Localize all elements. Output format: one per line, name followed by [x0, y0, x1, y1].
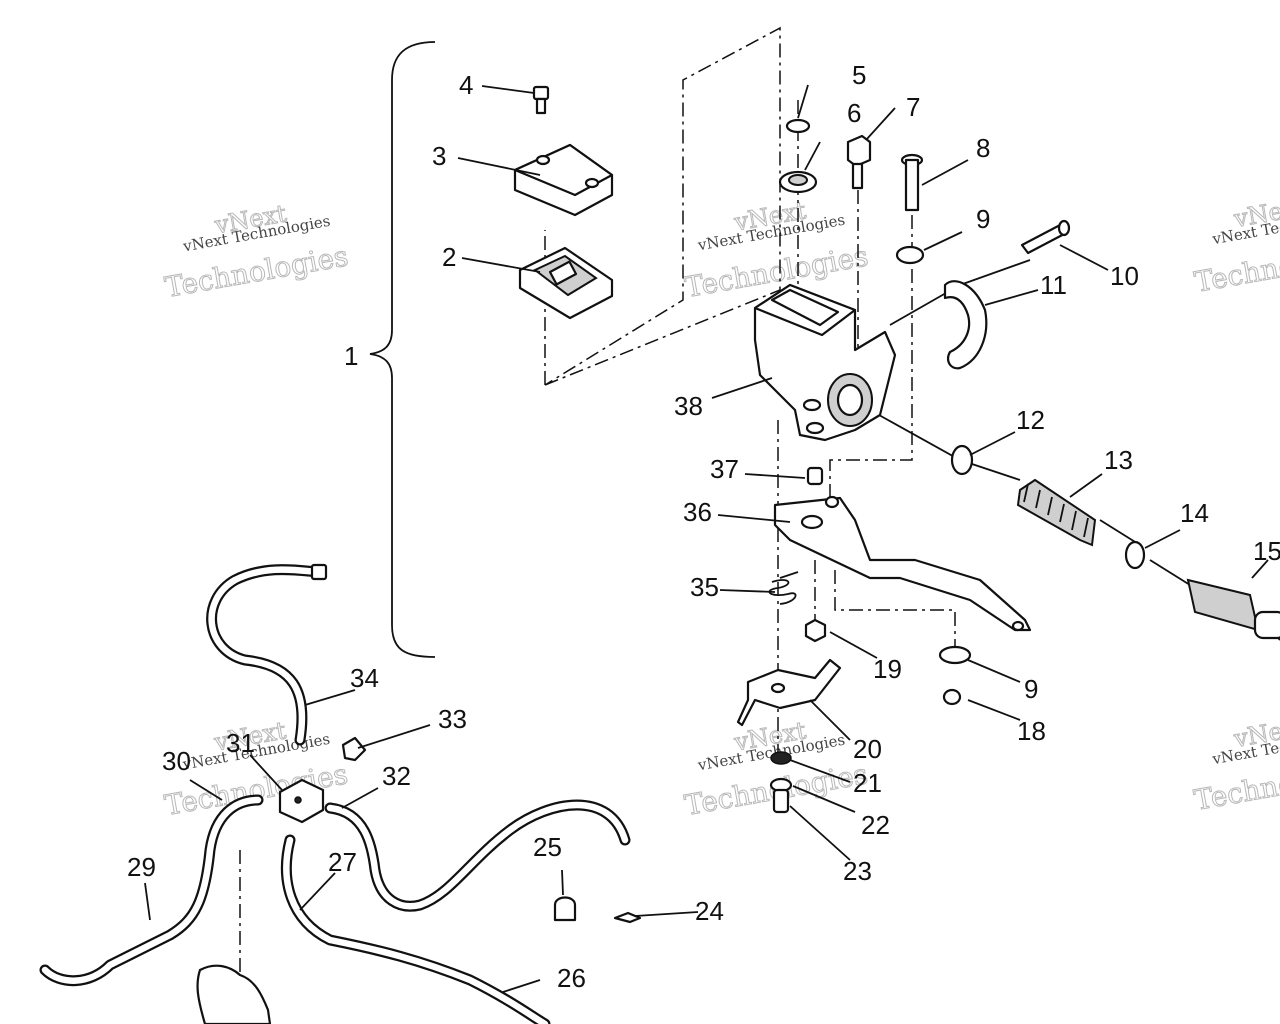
label-32: 32	[382, 761, 411, 791]
part-15-piston	[1186, 578, 1280, 640]
part-11-clamp	[943, 280, 988, 370]
label-20: 20	[853, 734, 882, 764]
part-7-bolt	[846, 134, 872, 190]
label-27: 27	[328, 847, 357, 877]
label-34: 34	[350, 663, 379, 693]
group-bracket	[369, 41, 436, 658]
label-13: 13	[1104, 445, 1133, 475]
part-4-screw	[532, 85, 550, 115]
part-36-lever	[773, 495, 1032, 632]
part-2-diaphragm	[518, 246, 614, 320]
label-26: 26	[557, 963, 586, 993]
label-31: 31	[226, 728, 255, 758]
label-38: 38	[674, 391, 703, 421]
label-9b: 9	[1024, 674, 1038, 704]
part-9-washer-upper	[895, 245, 925, 265]
label-30: 30	[162, 746, 191, 776]
part-33-bleeder	[341, 736, 367, 762]
brake-line-34	[206, 563, 328, 746]
part-14-washer	[1124, 540, 1146, 570]
label-35: 35	[690, 572, 719, 602]
part-35-spring	[768, 571, 799, 605]
part-3-cover	[513, 143, 614, 217]
brake-line-27	[280, 834, 551, 1024]
label-3: 3	[432, 141, 446, 171]
label-8: 8	[976, 133, 990, 163]
caliper-outline	[196, 964, 272, 1024]
part-6-grommet	[778, 170, 818, 194]
part-12-washer	[950, 444, 974, 476]
part-23-bolt	[772, 788, 790, 814]
label-33: 33	[438, 704, 467, 734]
brake-line-32	[324, 799, 631, 912]
watermark-lower-right: vNext vNext Technologies Technologies	[1191, 712, 1280, 817]
part-37-bushing	[806, 466, 824, 486]
label-37: 37	[710, 454, 739, 484]
part-8-pin	[900, 153, 924, 212]
part-18-locknut	[942, 688, 962, 706]
label-29: 29	[127, 852, 156, 882]
phantom-line-axis-vertical	[777, 100, 913, 760]
label-19: 19	[873, 654, 902, 684]
label-18: 18	[1017, 716, 1046, 746]
part-25-clip	[553, 896, 577, 922]
watermark-lower-center: vNext vNext Technologies Technologies	[682, 716, 871, 823]
label-23: 23	[843, 856, 872, 886]
label-9a: 9	[976, 204, 990, 234]
label-1: 1	[344, 341, 358, 371]
label-25: 25	[533, 832, 562, 862]
part-24-rivet	[613, 911, 642, 924]
part-9-washer-lower	[938, 645, 972, 665]
label-22: 22	[861, 810, 890, 840]
part-20-bracket	[736, 658, 842, 727]
label-2: 2	[442, 242, 456, 272]
part-21-washer	[770, 751, 792, 765]
part-31-junction-block	[278, 778, 325, 824]
watermark-left: vNext vNext Technologies Technologies	[162, 199, 351, 305]
callout-labels: 1 2 3 4 5 6 7 8 9 10 11 12 13 14 15 38 3…	[127, 60, 1280, 993]
brake-line-29	[39, 794, 264, 987]
label-12: 12	[1016, 405, 1045, 435]
label-10: 10	[1110, 261, 1139, 291]
watermark-center: vNext vNext Technologies Technologies	[682, 196, 871, 305]
phantom-line-axis-lever	[239, 570, 956, 1024]
label-14: 14	[1180, 498, 1209, 528]
label-24: 24	[695, 896, 724, 926]
part-38-master-cylinder	[753, 283, 897, 442]
label-11: 11	[1040, 270, 1067, 300]
label-36: 36	[683, 497, 712, 527]
label-15: 15	[1253, 536, 1280, 566]
label-6: 6	[847, 98, 861, 128]
part-19-nut	[804, 618, 827, 643]
label-5: 5	[852, 60, 866, 90]
leader-lines	[144, 84, 1269, 993]
phantom-line-reservoir	[544, 26, 781, 386]
label-21: 21	[853, 768, 882, 798]
label-4: 4	[459, 70, 473, 100]
label-7: 7	[906, 92, 920, 122]
part-5-washer	[785, 118, 811, 134]
part-10-screw	[1020, 219, 1071, 255]
part-13-boot	[1016, 478, 1097, 547]
watermark-right-top: vNext vNext Technologies Technologies	[1191, 192, 1280, 299]
